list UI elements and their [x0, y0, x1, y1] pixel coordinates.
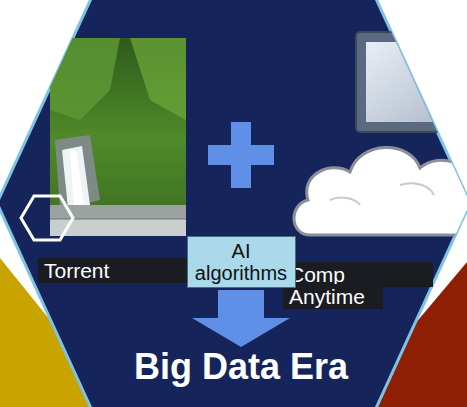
node-text: Torrent — [44, 259, 192, 282]
process-box: AI algorithms — [187, 236, 296, 288]
down-arrow — [192, 290, 290, 347]
cloud-computer — [294, 32, 467, 235]
hexagon-icon — [21, 196, 73, 240]
node-text: Anytime — [289, 285, 377, 308]
node-text: Comp — [289, 263, 427, 286]
plus-symbol — [208, 122, 274, 188]
title-label: Big Data Era — [134, 346, 348, 388]
text-band: Torrent — [38, 258, 198, 283]
photo-waterfall — [50, 38, 186, 236]
text-band: Anytime — [283, 284, 383, 309]
node-text: AI algorithms — [194, 240, 289, 284]
